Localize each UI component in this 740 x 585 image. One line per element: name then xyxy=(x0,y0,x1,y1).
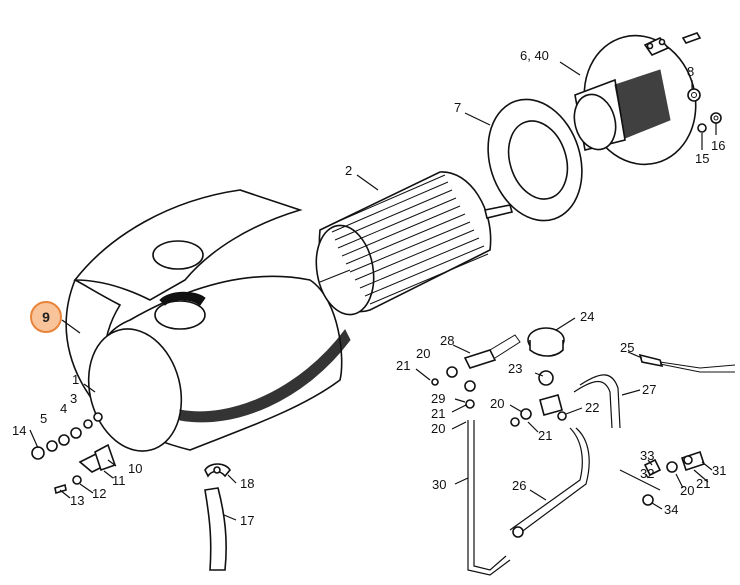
burner-flange xyxy=(573,34,697,166)
part-label-20b: 20 xyxy=(431,421,445,436)
gasket-ring xyxy=(487,98,583,222)
part-label-28: 28 xyxy=(440,333,454,348)
part-label-21d: 21 xyxy=(696,476,710,491)
part-label-5: 5 xyxy=(40,411,47,426)
part-label-33: 33 xyxy=(640,448,654,463)
part-label-13: 13 xyxy=(70,493,84,508)
part-label-18: 18 xyxy=(240,476,254,491)
fuel-line-assembly xyxy=(431,327,706,576)
part-label-8: 8 xyxy=(687,64,694,79)
part-label-26: 26 xyxy=(512,478,526,493)
part-label-22: 22 xyxy=(585,400,599,415)
part-label-12: 12 xyxy=(92,486,106,501)
highlight-marker[interactable]: 9 xyxy=(30,301,62,333)
part-label-17: 17 xyxy=(240,513,254,528)
part-label-21c: 21 xyxy=(538,428,552,443)
part-label-24: 24 xyxy=(580,309,594,324)
part-label-2: 2 xyxy=(345,163,352,178)
part-label-10: 10 xyxy=(128,461,142,476)
part-label-29: 29 xyxy=(431,391,445,406)
part-label-20c: 20 xyxy=(490,396,504,411)
part-label-1: 1 xyxy=(72,372,79,387)
part-label-23: 23 xyxy=(508,361,522,376)
highlight-circle xyxy=(30,301,62,333)
part-label-21b: 21 xyxy=(431,406,445,421)
part-label-21a: 21 xyxy=(396,358,410,373)
highlight-label: 9 xyxy=(42,309,50,325)
part-label-20d: 20 xyxy=(680,483,694,498)
part-label-25: 25 xyxy=(620,340,634,355)
drum-body xyxy=(87,275,351,452)
part-label-30: 30 xyxy=(432,477,446,492)
left-hardware xyxy=(31,412,117,495)
leader-lines xyxy=(29,61,717,521)
part-label-14: 14 xyxy=(12,423,26,438)
part-label-32: 32 xyxy=(640,466,654,481)
part-label-34: 34 xyxy=(664,502,678,517)
part-label-27: 27 xyxy=(642,382,656,397)
part-label-6-40: 6, 40 xyxy=(520,48,549,63)
part-labels: 6, 40 7 8 15 16 2 1 3 4 5 14 10 11 12 13… xyxy=(12,48,726,528)
hose-and-clamp xyxy=(204,463,231,571)
part-label-7: 7 xyxy=(454,100,461,115)
part-label-31: 31 xyxy=(712,463,726,478)
heating-coil xyxy=(315,171,513,316)
part-label-15: 15 xyxy=(695,151,709,166)
sensor-cable xyxy=(638,353,736,373)
part-label-16: 16 xyxy=(711,138,725,153)
part-label-20a: 20 xyxy=(416,346,430,361)
part-label-11: 11 xyxy=(112,473,126,488)
part-label-3: 3 xyxy=(70,391,77,406)
part-label-4: 4 xyxy=(60,401,67,416)
flange-hardware xyxy=(643,32,722,133)
